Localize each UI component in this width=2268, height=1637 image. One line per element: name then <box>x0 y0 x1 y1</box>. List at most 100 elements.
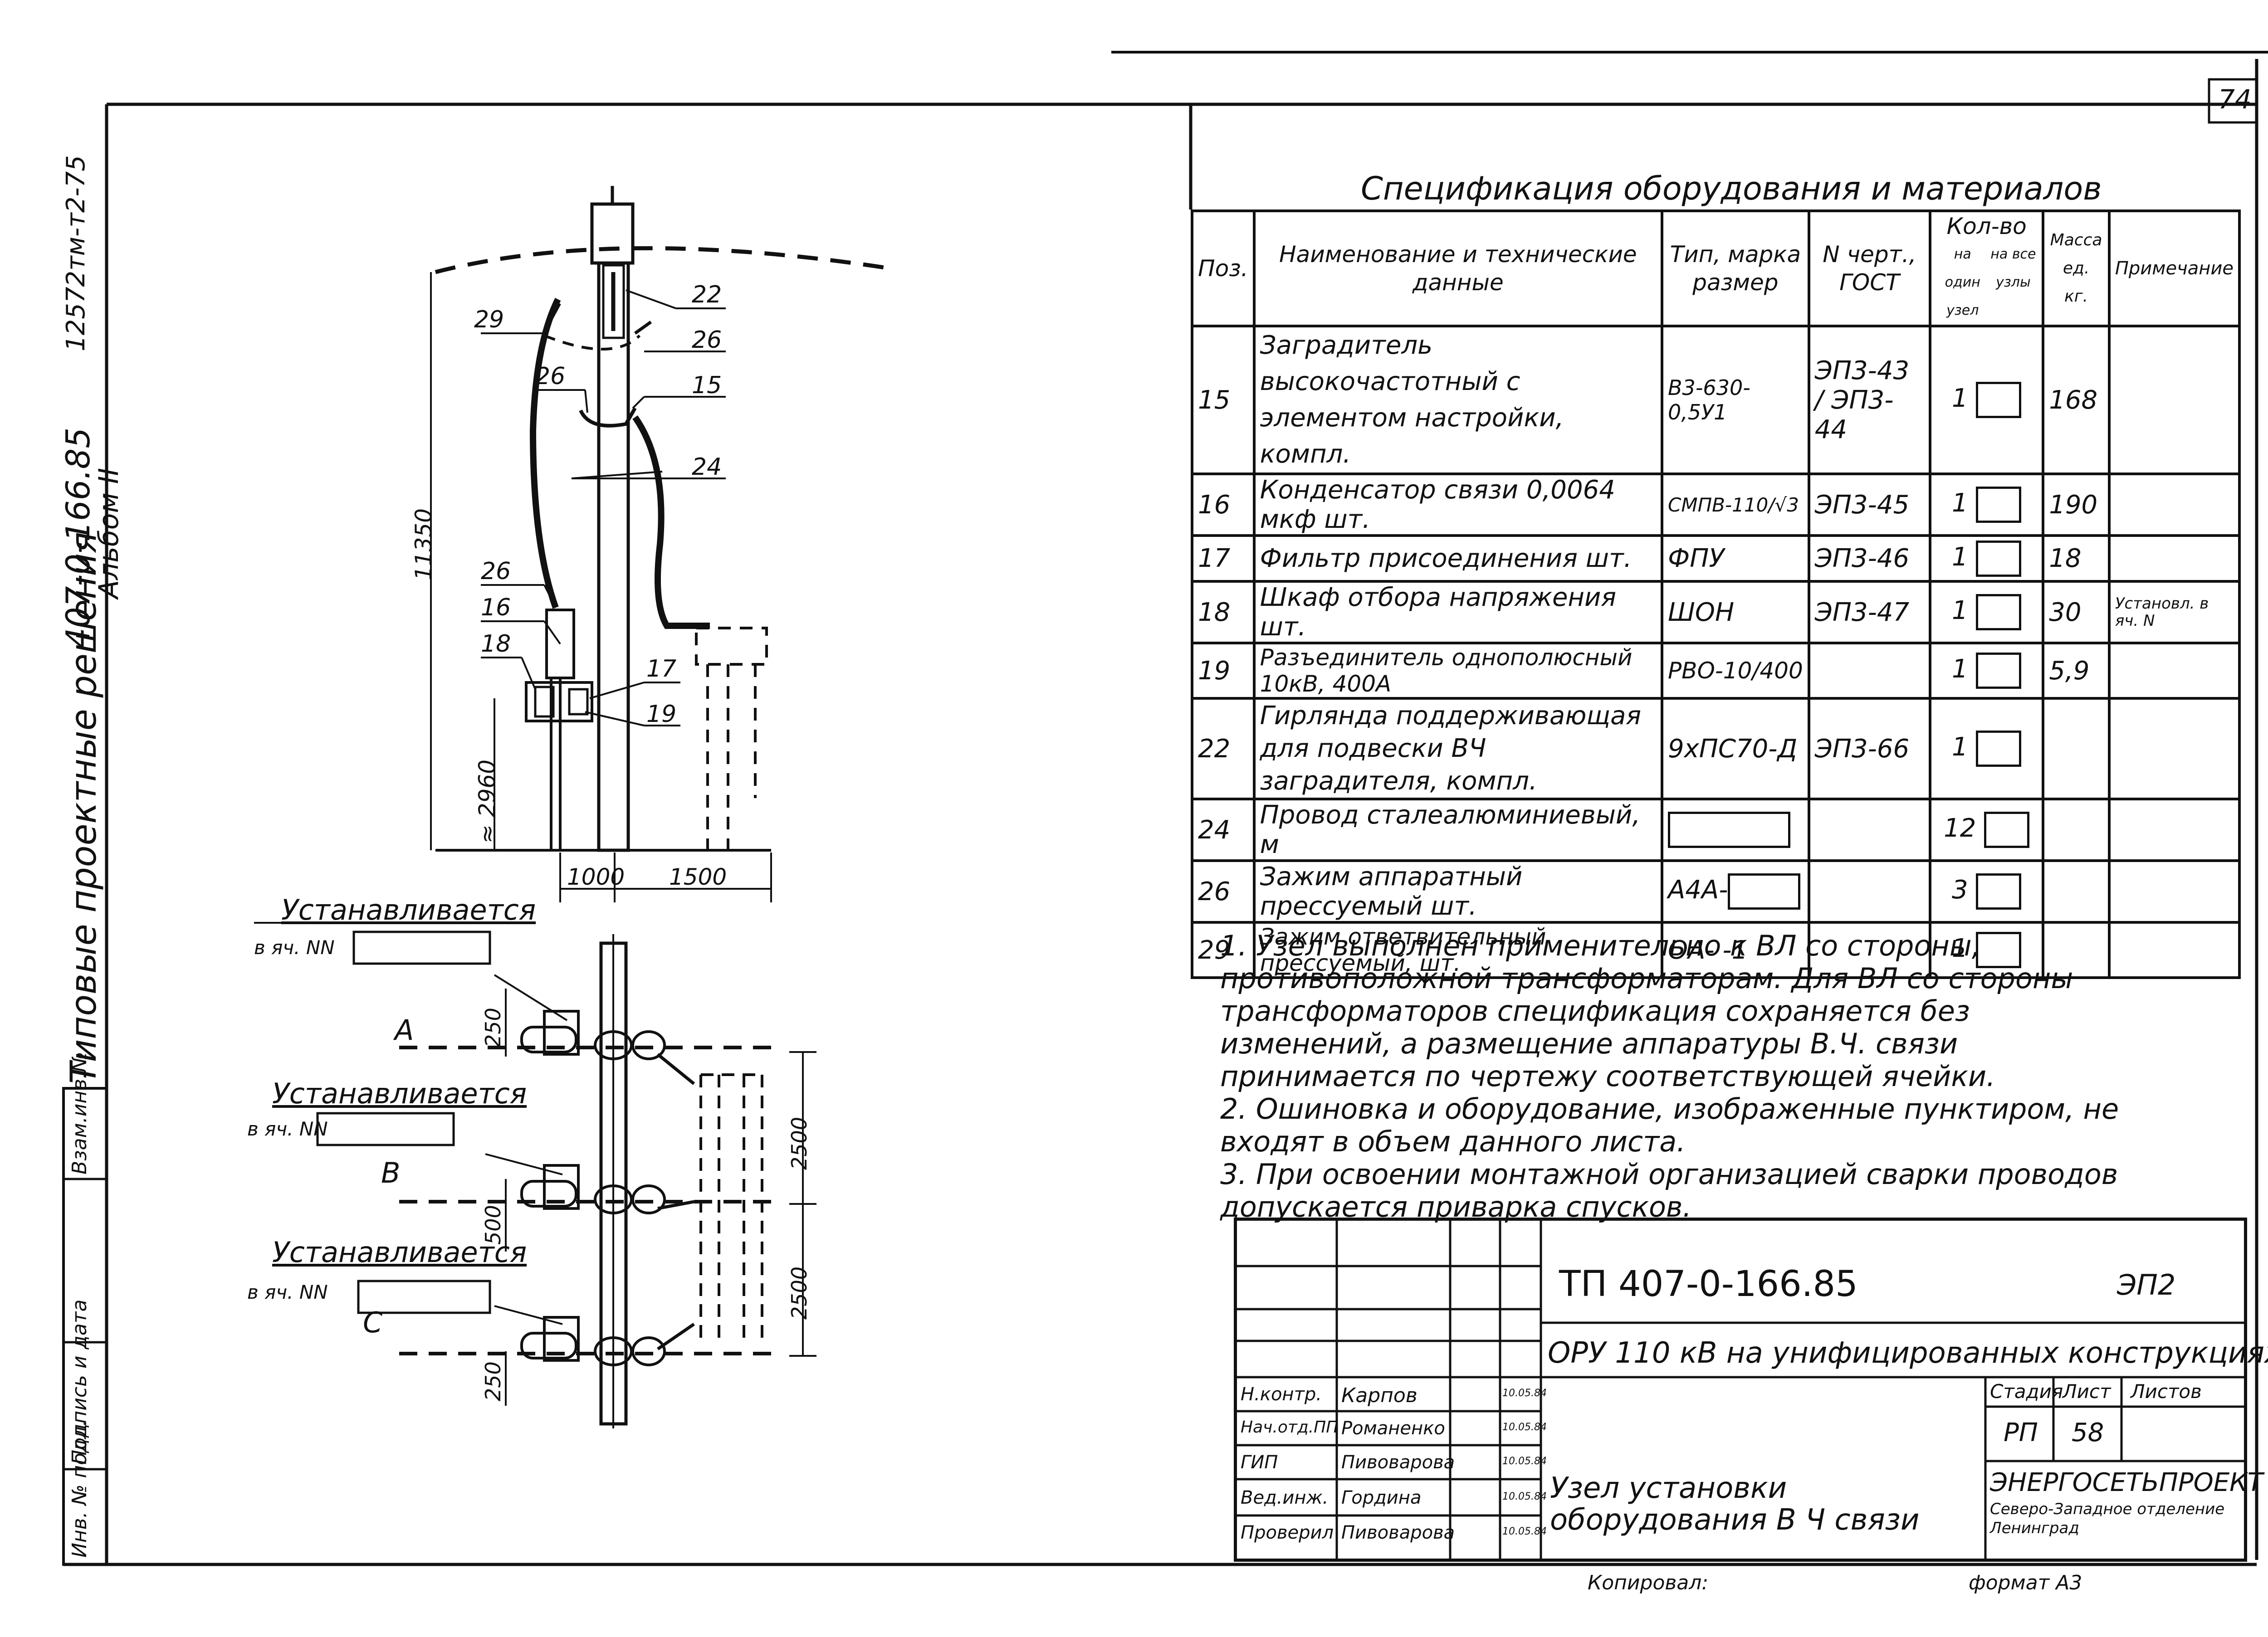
dim-2500a: 2500 <box>787 1116 811 1170</box>
person-role: Н.контр. <box>1241 1384 1322 1405</box>
spec-qty-value: 1 <box>1951 596 1968 626</box>
album-volume: Альбом II <box>93 468 125 599</box>
phase-b-sub: в яч. NN <box>247 1118 328 1140</box>
phase-a-title: Устанавливается <box>281 893 536 926</box>
spec-qty-box <box>1976 653 2022 689</box>
dim-2500b: 2500 <box>787 1266 811 1320</box>
spec-qty: 1 <box>1929 325 2045 475</box>
spec-note <box>2107 697 2241 800</box>
spec-col-qty-all: на все узлы <box>1990 246 2036 290</box>
spec-row: 26 Зажим аппаратный прессуемый шт. А4А- … <box>1191 859 2241 924</box>
sheet-code: ЭП2 <box>2117 1268 2176 1301</box>
spec-gost <box>1807 798 1932 862</box>
spec-type <box>1661 798 1810 862</box>
person-name: Гордина <box>1341 1487 1422 1508</box>
spec-note <box>2107 325 2241 475</box>
spec-pos: 19 <box>1191 642 1256 700</box>
spec-note <box>2107 642 2241 700</box>
label-19: 19 <box>646 701 677 728</box>
spec-qty: 3 <box>1929 859 2045 924</box>
spec-pos: 15 <box>1191 325 1256 475</box>
org-sub: Северо-Западное отделение Ленинград <box>1990 1500 2225 1537</box>
spec-col-note: Примечание <box>2107 209 2241 327</box>
person-date: 10.05.84 <box>1502 1491 1547 1502</box>
spec-gost: ЭП3-43 / ЭП3-44 <box>1807 325 1932 475</box>
spec-qty: 12 <box>1929 798 2045 862</box>
dim-250b: 250 <box>481 1361 505 1401</box>
phase-c-sub: в яч. NN <box>247 1281 328 1303</box>
label-17: 17 <box>646 655 677 682</box>
person-date: 10.05.84 <box>1502 1526 1547 1537</box>
spec-type: СМПВ-110/√3 <box>1661 473 1810 537</box>
spec-mass: 30 <box>2042 580 2111 644</box>
spec-qty: 1 <box>1929 473 2045 537</box>
spec-qty-value: 12 <box>1944 814 1976 843</box>
label-26b: 26 <box>535 363 566 390</box>
dim-11350: 11350 <box>411 508 437 580</box>
side-code: 12572тм-т2-75 <box>61 155 91 351</box>
spec-name: Провод сталеалюминиевый, м <box>1252 798 1664 862</box>
album-name: Типовые проектные решения <box>64 532 104 1084</box>
person-date: 10.05.84 <box>1502 1422 1547 1433</box>
spec-qty-box <box>1976 873 2022 910</box>
spec-type-box <box>1668 812 1790 848</box>
spec-qty: 1 <box>1929 921 2045 979</box>
spec-mass: 5,9 <box>2042 642 2111 700</box>
spec-pos: 22 <box>1191 697 1256 800</box>
spec-type: 9хПС70-Д <box>1661 697 1810 800</box>
side-replace-label: Взам.инв.№ <box>68 1052 91 1174</box>
spec-row: 22 Гирлянда поддерживающая для подвески … <box>1191 697 2241 800</box>
format-label: формат А3 <box>1969 1571 2082 1594</box>
spec-name: Заградитель высокочастотный с элементом … <box>1252 325 1664 475</box>
spec-col-qty-sub: на один узел на все узлы <box>1936 240 2037 325</box>
spec-note <box>2107 921 2241 979</box>
spec-name: Зажим аппаратный прессуемый шт. <box>1252 859 1664 924</box>
spec-col-name: Наименование и технические данные <box>1252 209 1664 327</box>
side-sign-label: Подпись и дата <box>68 1299 91 1465</box>
person-role: Вед.инж. <box>1241 1487 1329 1508</box>
copied-by: Копировал: <box>1588 1571 1709 1594</box>
org-name: ЭНЕРГОСЕТЬПРОЕКТ <box>1990 1468 2263 1497</box>
spec-qty: 1 <box>1929 642 2045 700</box>
phase-c-letter: С <box>363 1306 383 1339</box>
spec-note: Установл. в яч. N <box>2107 580 2241 644</box>
spec-col-qty-unit: на один узел <box>1945 246 1980 318</box>
spec-qty: 1 <box>1929 697 2045 800</box>
phase-a-letter: А <box>395 1013 414 1047</box>
spec-qty: 1 <box>1929 534 2045 583</box>
spec-row: 24 Провод сталеалюминиевый, м 12 <box>1191 798 2241 862</box>
sheet-value: 58 <box>2072 1418 2104 1447</box>
spec-table: Поз. Наименование и технические данные Т… <box>1191 209 2241 979</box>
stage-value: РП <box>2004 1418 2038 1447</box>
label-16: 16 <box>481 594 511 621</box>
spec-row: 15 Заградитель высокочастотный с элемент… <box>1191 325 2241 475</box>
spec-name: Разъединитель однополюсный 10кВ, 400А <box>1252 642 1664 700</box>
doc-code: ТП 407-0-166.85 <box>1559 1264 1858 1305</box>
phase-a-sub: в яч. NN <box>254 936 335 959</box>
spec-pos: 24 <box>1191 798 1256 862</box>
spec-type: РВО-10/400 <box>1661 642 1810 700</box>
spec-note <box>2107 798 2241 862</box>
spec-col-type: Тип, марка размер <box>1661 209 1810 327</box>
spec-row: 18 Шкаф отбора напряжения шт. ШОН ЭП3-47… <box>1191 580 2241 644</box>
spec-mass <box>2042 697 2111 800</box>
spec-mass <box>2042 798 2111 862</box>
phase-c-title: Устанавливается <box>272 1236 527 1269</box>
spec-type: А4А- <box>1661 859 1810 924</box>
note-1: 1. Узел выполнен применительно к ВЛ со с… <box>1220 929 2073 1093</box>
dim-2960: ≈ 2960 <box>474 759 500 843</box>
phase-b-title: Устанавливается <box>272 1077 527 1110</box>
spec-gost: ЭП3-46 <box>1807 534 1932 583</box>
spec-row: 19 Разъединитель однополюсный 10кВ, 400А… <box>1191 642 2241 700</box>
spec-note <box>2107 473 2241 537</box>
spec-type: ШОН <box>1661 580 1810 644</box>
label-15: 15 <box>692 372 722 399</box>
dim-1000: 1000 <box>567 864 625 890</box>
title-block: ТП 407-0-166.85 ЭП2 ОРУ 110 кВ на унифиц… <box>1234 1218 2268 1562</box>
person-name: Пивоварова <box>1341 1452 1455 1473</box>
drawing-title: Узел установки оборудования В Ч связи <box>1550 1471 1920 1537</box>
spec-qty: 1 <box>1929 580 2045 644</box>
label-24: 24 <box>692 453 722 481</box>
spec-pos: 18 <box>1191 580 1256 644</box>
